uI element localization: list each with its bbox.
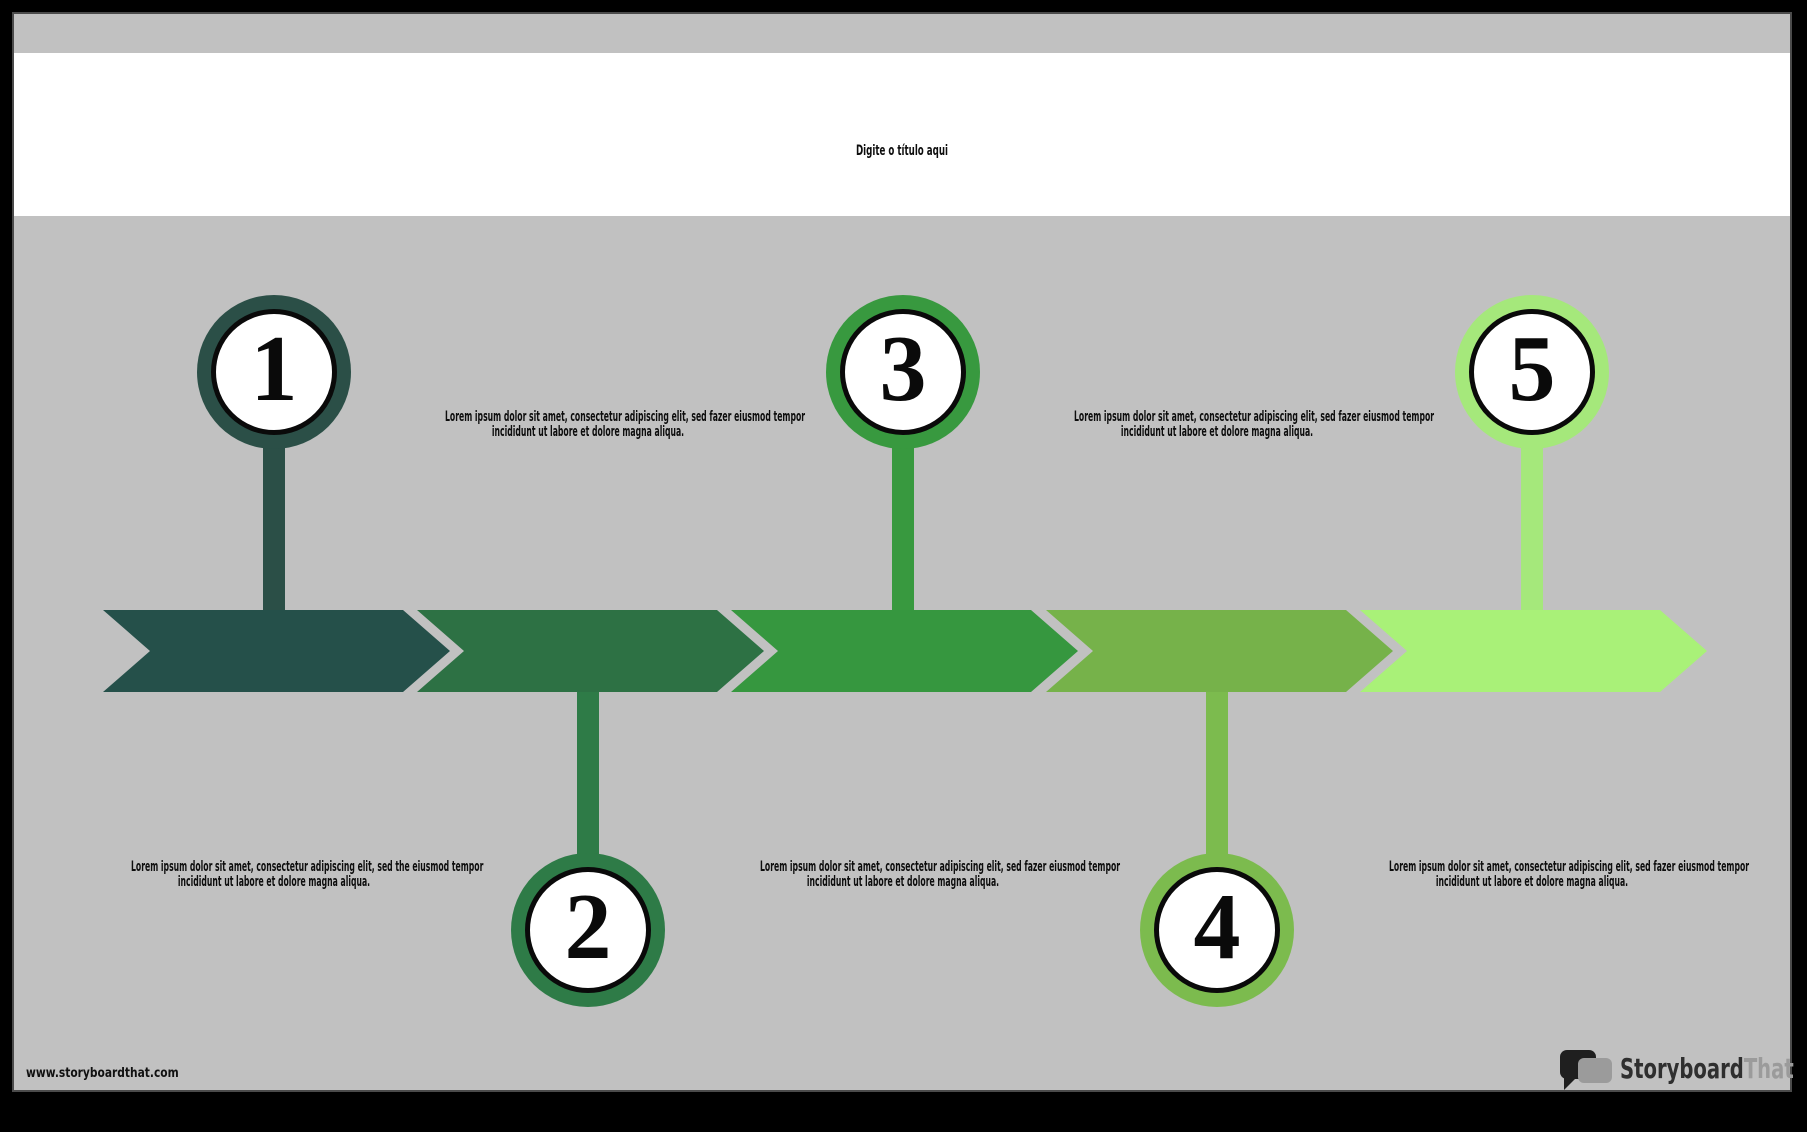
step-number-2: 2	[564, 875, 612, 979]
logo-text-primary: Storyboard	[1620, 1052, 1744, 1085]
speech-bubble-tail-icon	[1564, 1077, 1577, 1090]
step-circle-1: 1	[197, 295, 351, 449]
description-line: incididunt ut labore et dolore magna ali…	[491, 424, 685, 440]
description-line: Lorem ipsum dolor sit amet, consectetur …	[1389, 859, 1750, 875]
step-circle-inner-4: 4	[1154, 867, 1280, 993]
page-title: Digite o título aqui	[855, 143, 949, 159]
timeline-arrow-segment-1	[103, 610, 450, 692]
step-circle-inner-3: 3	[840, 309, 966, 435]
step-circle-2: 2	[511, 853, 665, 1007]
step-circle-inner-2: 2	[525, 867, 651, 993]
description-line: incididunt ut labore et dolore magna ali…	[1120, 424, 1314, 440]
step-number-3: 3	[879, 317, 927, 421]
timeline-arrow-segment-5	[1360, 610, 1707, 692]
step-circle-inner-5: 5	[1469, 309, 1595, 435]
poster-canvas: Digite o título aqui 1 Lorem ipsum dolor…	[12, 12, 1794, 1092]
description-line: incididunt ut labore et dolore magna ali…	[806, 874, 1000, 890]
logo-text: StoryboardThat	[1620, 1052, 1794, 1085]
title-band	[14, 53, 1790, 216]
step-number-5: 5	[1508, 317, 1556, 421]
step-circle-4: 4	[1140, 853, 1294, 1007]
step-number-4: 4	[1193, 875, 1241, 979]
step-description-3: Lorem ipsum dolor sit amet, consectetur …	[643, 860, 1163, 890]
description-line: Lorem ipsum dolor sit amet, consectetur …	[1074, 409, 1435, 425]
step-circle-3: 3	[826, 295, 980, 449]
footer-url: www.storyboardthat.com	[26, 1066, 179, 1081]
step-description-1: Lorem ipsum dolor sit amet, consectetur …	[14, 860, 534, 890]
speech-bubble-front-icon	[1578, 1058, 1612, 1083]
step-description-5: Lorem ipsum dolor sit amet, consectetur …	[1272, 860, 1792, 890]
description-line: Lorem ipsum dolor sit amet, consectetur …	[131, 859, 484, 875]
step-description-2: Lorem ipsum dolor sit amet, consectetur …	[328, 410, 848, 440]
step-description-4: Lorem ipsum dolor sit amet, consectetur …	[957, 410, 1477, 440]
description-line: Lorem ipsum dolor sit amet, consectetur …	[445, 409, 806, 425]
timeline-arrow-segment-3	[731, 610, 1078, 692]
logo-text-secondary: That	[1743, 1052, 1794, 1085]
description-line: Lorem ipsum dolor sit amet, consectetur …	[760, 859, 1121, 875]
timeline-arrow-segment-4	[1046, 610, 1393, 692]
brand-logo: StoryboardThat	[1558, 1044, 1794, 1092]
description-line: incididunt ut labore et dolore magna ali…	[177, 874, 371, 890]
timeline-arrow-segment-2	[417, 610, 764, 692]
step-circle-inner-1: 1	[211, 309, 337, 435]
step-number-1: 1	[250, 317, 298, 421]
description-line: incididunt ut labore et dolore magna ali…	[1435, 874, 1629, 890]
step-circle-5: 5	[1455, 295, 1609, 449]
